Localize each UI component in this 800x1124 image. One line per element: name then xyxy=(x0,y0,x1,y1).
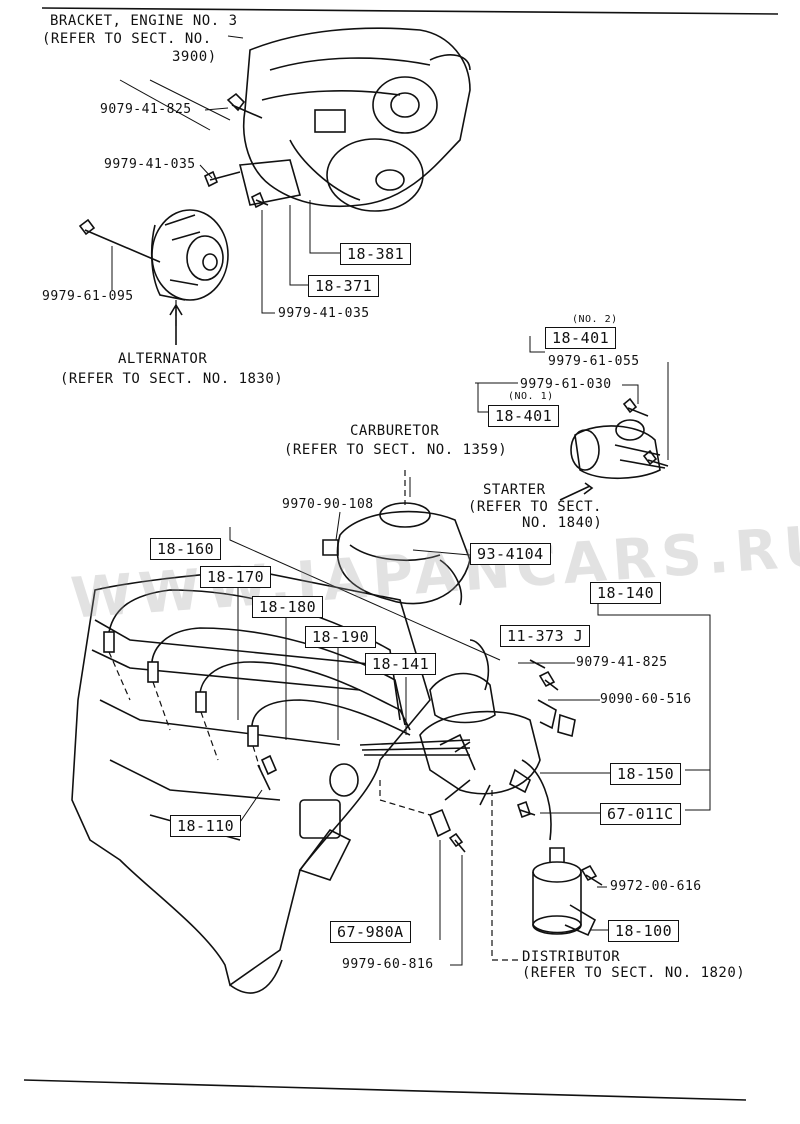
label-bracket-ref-2: 3900) xyxy=(172,49,217,65)
label-starter: STARTER xyxy=(483,482,546,498)
callout-18-381: 18-381 xyxy=(340,243,412,266)
callout-18-190: 18-190 xyxy=(305,626,377,649)
label-no2: (NO. 2) xyxy=(572,314,618,325)
callout-18-100: 18-100 xyxy=(608,920,680,943)
alternator-drawing xyxy=(78,209,229,345)
carburetor-drawing xyxy=(322,470,471,606)
callout-11-373-j: 11-373 J xyxy=(500,625,591,648)
label-carburetor: CARBURETOR xyxy=(350,423,440,439)
bracket-67-980a-drawing xyxy=(379,780,466,966)
label-bracket-ref-1: (REFER TO SECT. NO. xyxy=(42,31,212,47)
label-carburetor-ref: (REFER TO SECT. NO. 1359) xyxy=(284,442,508,458)
top-rule-line xyxy=(41,7,779,15)
starter-drawing xyxy=(475,336,669,501)
middle-leaders xyxy=(229,477,711,826)
part-9979-41-035-a: 9979-41-035 xyxy=(104,157,196,172)
top-leaders xyxy=(119,35,340,314)
callout-67-011c: 67-011C xyxy=(600,803,681,826)
callout-18-371: 18-371 xyxy=(308,275,380,298)
callout-18-150: 18-150 xyxy=(610,763,682,786)
ignition-coil-drawing xyxy=(532,847,608,937)
label-distributor-ref: (REFER TO SECT. NO. 1820) xyxy=(522,965,746,981)
part-9979-60-816: 9979-60-816 xyxy=(342,957,434,972)
label-starter-ref-1: (REFER TO SECT. xyxy=(468,499,602,515)
callout-93-4104: 93-4104 xyxy=(470,543,551,566)
label-distributor: DISTRIBUTOR xyxy=(522,949,621,965)
part-9979-61-095: 9979-61-095 xyxy=(42,289,134,304)
callout-18-401-no1: 18-401 xyxy=(488,405,560,428)
callout-18-170: 18-170 xyxy=(200,566,272,589)
label-alternator-ref: (REFER TO SECT. NO. 1830) xyxy=(60,371,284,387)
callout-18-180: 18-180 xyxy=(252,596,324,619)
label-starter-ref-2: NO. 1840) xyxy=(522,515,603,531)
bracket-bolts xyxy=(203,92,269,209)
callout-18-160: 18-160 xyxy=(150,538,222,561)
part-9970-90-108: 9970-90-108 xyxy=(282,497,374,512)
part-9090-60-516: 9090-60-516 xyxy=(600,692,692,707)
bottom-rule-line xyxy=(23,1079,747,1101)
callout-18-140: 18-140 xyxy=(590,582,662,605)
callout-18-401-no2: 18-401 xyxy=(545,327,617,350)
callout-67-980a: 67-980A xyxy=(330,921,411,944)
callout-18-141: 18-141 xyxy=(365,653,437,676)
part-9079-41-825-a: 9079-41-825 xyxy=(100,102,192,117)
part-9979-61-030: 9979-61-030 xyxy=(520,377,612,392)
part-9979-61-055: 9979-61-055 xyxy=(548,354,640,369)
engine-bracket-drawing xyxy=(238,27,471,212)
part-9979-41-035-b: 9979-41-035 xyxy=(278,306,370,321)
callout-18-110: 18-110 xyxy=(170,815,242,838)
label-no1: (NO. 1) xyxy=(508,391,554,402)
label-alternator: ALTERNATOR xyxy=(118,351,208,367)
part-9079-41-825-b: 9079-41-825 xyxy=(576,655,668,670)
label-bracket-engine: BRACKET, ENGINE NO. 3 xyxy=(50,13,238,29)
distributor-drawing xyxy=(419,639,576,961)
part-9972-00-616: 9972-00-616 xyxy=(610,879,702,894)
